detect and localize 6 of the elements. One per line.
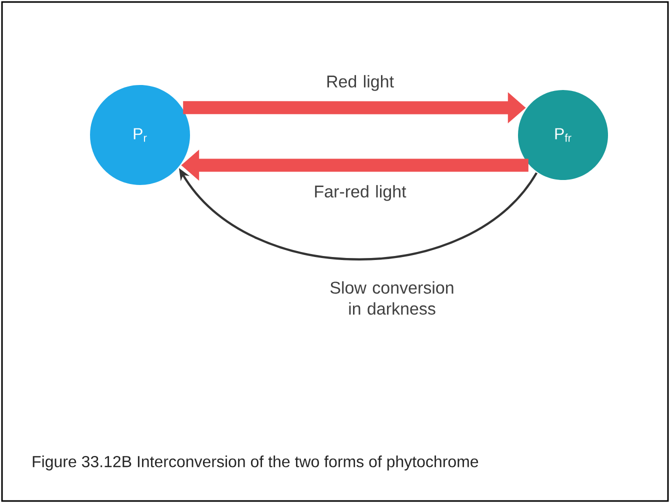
- edge-label: Slow conversion in darkness: [330, 281, 454, 315]
- edge-label: Far-red light: [315, 185, 406, 201]
- circle-node: P$_{fr}$: [518, 90, 608, 180]
- caption: Figure 33.12B Interconversion of the two forms of phytochrome: [32, 456, 478, 470]
- edge-label: Red light: [327, 75, 394, 91]
- circle-node: P$_{r}$: [90, 85, 190, 185]
